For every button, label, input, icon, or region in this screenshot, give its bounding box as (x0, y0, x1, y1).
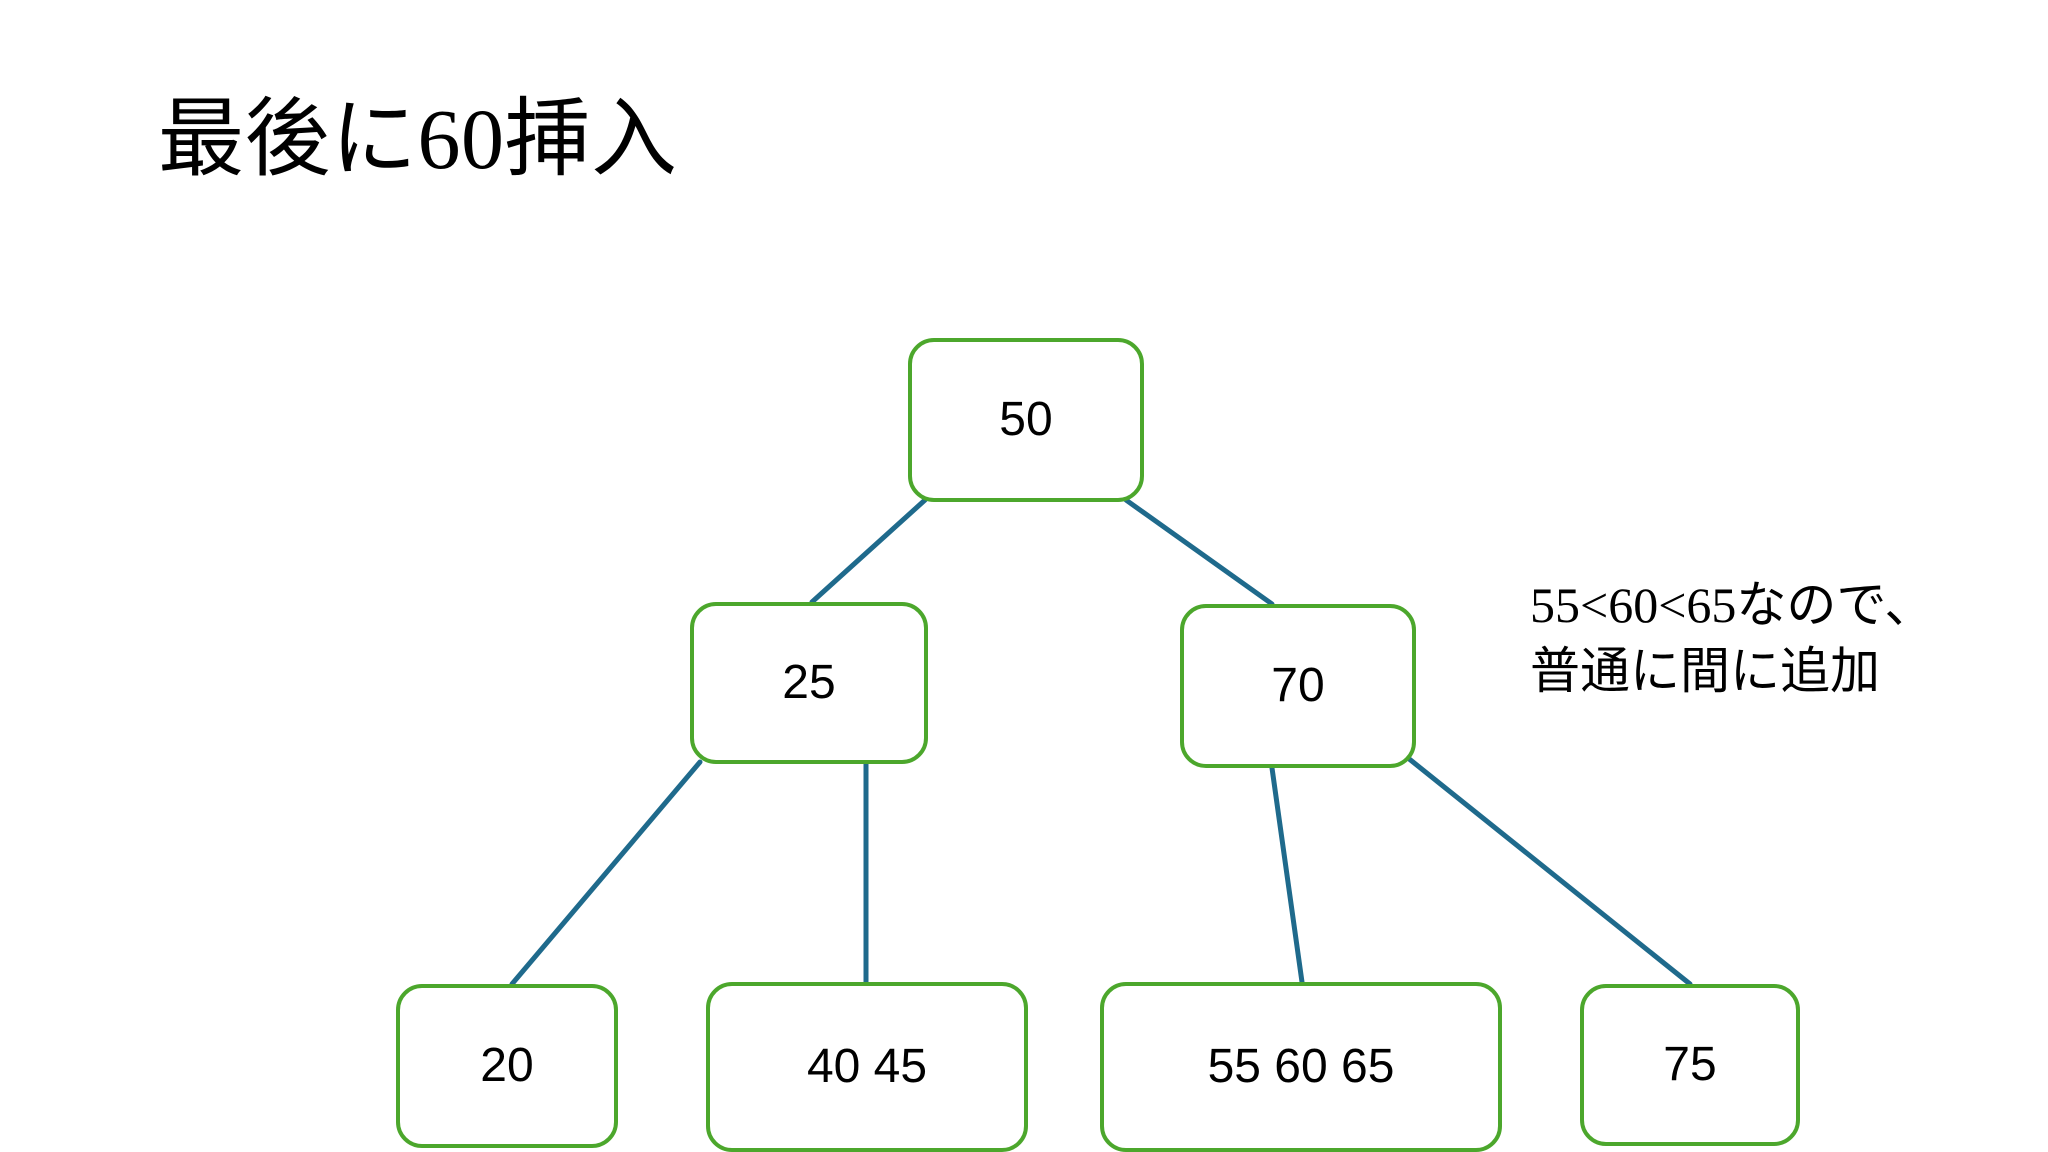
annotation-text: 55<60<65なので、 普通に間に追加 (1530, 572, 2048, 704)
edge-root-to-70 (1123, 497, 1275, 607)
tree-leaf-node[interactable]: 20 (396, 984, 618, 1148)
tree-leaf-node[interactable]: 55 60 65 (1100, 982, 1502, 1152)
annotation-line-2: 普通に間に追加 (1530, 643, 1880, 699)
tree-node-70[interactable]: 70 (1180, 604, 1416, 768)
tree-node-label: 25 (782, 656, 836, 709)
edge-root-to-25 (809, 497, 928, 605)
tree-node-label: 50 (999, 393, 1053, 446)
tree-node-label: 55 60 65 (1207, 1040, 1395, 1093)
tree-leaf-node[interactable]: 40 45 (706, 982, 1028, 1152)
tree-node-root[interactable]: 50 (908, 338, 1144, 502)
edge-70-to-75 (1405, 755, 1693, 987)
tree-node-label: 40 45 (806, 1040, 928, 1093)
annotation-line-1: 55<60<65なので、 (1530, 577, 1935, 633)
page-title: 最後に60挿入 (158, 91, 678, 187)
tree-node-label: 20 (480, 1039, 534, 1092)
tree-node-label: 70 (1271, 659, 1325, 712)
edge-70-to-55-60-65 (1269, 765, 1305, 985)
tree-leaf-node[interactable]: 75 (1580, 984, 1800, 1146)
tree-node-label: 75 (1663, 1038, 1717, 1091)
tree-node-25[interactable]: 25 (690, 602, 928, 764)
edge-25-to-20 (509, 759, 703, 987)
